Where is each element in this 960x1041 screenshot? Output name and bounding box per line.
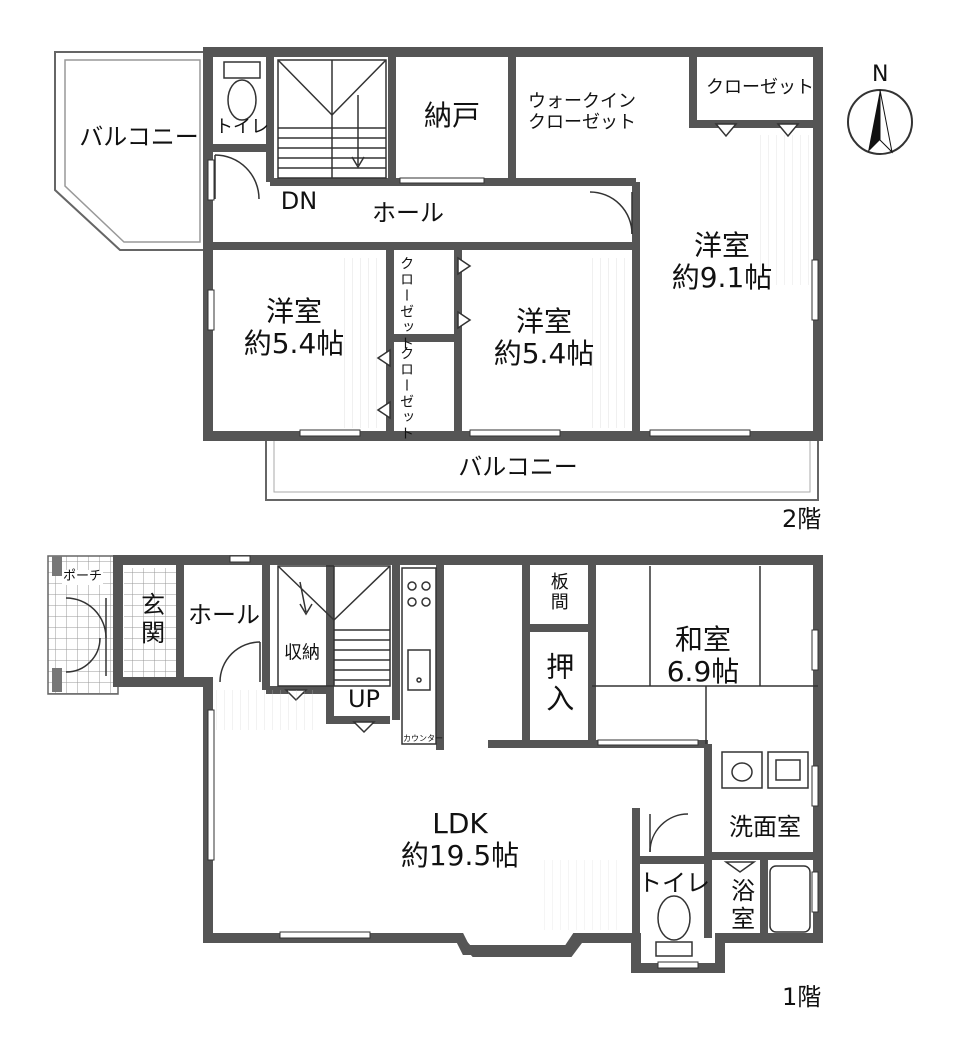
room-a-name: 洋室 (265, 294, 322, 328)
stairs-1f (277, 565, 391, 687)
ldk-label: LDK 約19.5帖 (400, 806, 520, 872)
stairs-dn-label: DN (280, 187, 318, 216)
walkin-line1: ウォークイン (528, 91, 636, 112)
washitsu-size: 6.9帖 (666, 655, 740, 688)
room-b-size: 約5.4帖 (493, 337, 595, 370)
washroom-label: 洗面室 (729, 813, 801, 842)
balcony-left-label: バルコニー (79, 123, 199, 152)
closet-b-label: クローゼット (398, 346, 415, 442)
room-c-name: 洋室 (693, 228, 750, 262)
storage-nando-label: 納戸 (423, 98, 481, 132)
hall-1f-label: ホール (188, 601, 260, 630)
compass-north-label: N (872, 62, 889, 87)
balcony-bottom-label: バルコニー (458, 453, 578, 482)
room-b-name: 洋室 (515, 304, 572, 338)
storage-1f-label: 収納 (284, 642, 320, 664)
ldk-name: LDK (432, 806, 488, 840)
toilet-2f-label: トイレ (215, 116, 269, 138)
walkin-closet-label: ウォークイン クローゼット (528, 91, 636, 133)
first-floor (47, 555, 823, 973)
stairs-2f (277, 59, 387, 179)
toilet-fixture-2f (223, 61, 261, 121)
room-c-size: 約9.1帖 (671, 261, 773, 294)
room-c-label: 洋室 約9.1帖 (671, 228, 773, 294)
walkin-line2: クローゼット (528, 111, 636, 133)
stairs-up-label: UP (347, 685, 381, 714)
oshiire-label: 押入 (542, 652, 576, 716)
counter-label: カウンター (403, 734, 443, 743)
room-a-label: 洋室 約5.4帖 (243, 294, 345, 360)
balcony-left-outline (54, 51, 209, 251)
washitsu-name: 和室 (674, 622, 731, 656)
closet-a-label: クローゼット (398, 256, 415, 352)
kitchen-counter (401, 567, 437, 745)
hall-2f-label: ホール (372, 199, 444, 228)
second-floor (54, 47, 823, 501)
ldk-size: 約19.5帖 (400, 839, 520, 872)
entrance-label: 玄関 (136, 592, 165, 648)
floor-2-label: 2階 (782, 505, 822, 533)
floor-1-label: 1階 (782, 983, 822, 1011)
room-b-label: 洋室 約5.4帖 (493, 304, 595, 370)
porch-label: ポーチ (62, 569, 104, 585)
toilet-1f-label: トイレ (638, 869, 710, 898)
bath-label: 浴室 (726, 878, 755, 934)
itama-label: 板間 (547, 572, 569, 612)
room-a-size: 約5.4帖 (243, 327, 345, 360)
closet-label: クローゼット (706, 77, 814, 98)
washitsu-label: 和室 6.9帖 (666, 622, 740, 688)
balcony-bottom-outline (265, 435, 819, 501)
compass-rose (847, 89, 913, 155)
